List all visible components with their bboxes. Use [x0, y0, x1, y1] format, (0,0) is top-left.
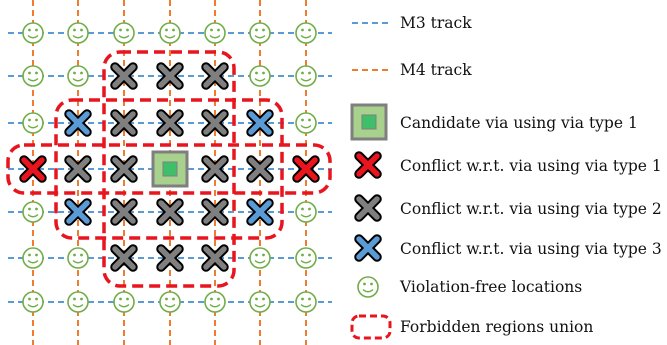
conflict-type2-x-icon: [156, 244, 184, 272]
forbidden-region-icon: [350, 314, 392, 340]
legend-conflict-type2: Conflict w.r.t. via using via type 2: [354, 194, 662, 222]
forbidden-region-horizontal: [6, 143, 332, 195]
blue-x-icon: [354, 234, 382, 262]
legend-label-m4-track: M4 track: [400, 61, 472, 79]
conflict-type2-x-icon: [110, 109, 138, 137]
violation-free-smiley-icon: [295, 201, 317, 223]
legend-label-candidate-via: Candidate via using via type 1: [400, 114, 638, 132]
violation-free-smiley-icon: [67, 65, 89, 87]
legend-label-m3-track: M3 track: [400, 14, 472, 32]
conflict-type3-x-icon: [64, 109, 92, 137]
violation-free-smiley-icon: [204, 22, 226, 44]
violation-free-smiley-icon: [113, 22, 135, 44]
violation-free-smiley-icon: [204, 291, 226, 313]
candidate-via-icon: [350, 103, 388, 141]
legend-m3-track: M3 track: [352, 14, 472, 32]
legend-conflict-type3: Conflict w.r.t. via using via type 3: [354, 234, 662, 262]
violation-free-smiley-icon: [295, 22, 317, 44]
violation-free-smiley-icon: [22, 247, 44, 269]
conflict-type2-x-icon: [201, 198, 229, 226]
conflict-type2-x-icon: [156, 62, 184, 90]
conflict-type3-x-icon: [246, 198, 274, 226]
forbidden-region-vertical: [102, 50, 236, 288]
legend-forbidden-region: Forbidden regions union: [350, 314, 593, 340]
violation-free-smiley-icon: [67, 247, 89, 269]
violation-free-smiley-icon: [22, 291, 44, 313]
legend-conflict-type1: Conflict w.r.t. via using via type 1: [354, 151, 662, 179]
conflict-type2-x-icon: [201, 155, 229, 183]
violation-free-smiley-icon: [295, 112, 317, 134]
conflict-type2-x-icon: [246, 155, 274, 183]
conflict-type2-x-icon: [110, 198, 138, 226]
violation-free-smiley-icon: [295, 247, 317, 269]
smiley-icon: [357, 276, 379, 298]
legend-label-conflict-type1: Conflict w.r.t. via using via type 1: [400, 157, 662, 175]
conflict-type1-x-icon: [292, 155, 320, 183]
conflict-type2-x-icon: [64, 155, 92, 183]
conflict-type2-x-icon: [156, 198, 184, 226]
legend-label-violation-free: Violation-free locations: [399, 278, 582, 296]
violation-free-smiley-icon: [22, 201, 44, 223]
conflict-type2-x-icon: [201, 62, 229, 90]
forbidden-regions: [6, 50, 332, 288]
conflict-type3-x-icon: [64, 198, 92, 226]
violation-free-smiley-icon: [113, 291, 135, 313]
violation-free-smiley-icon: [67, 22, 89, 44]
grid-markers: [19, 22, 320, 313]
violation-free-smiley-icon: [249, 247, 271, 269]
legend: M3 track M4 track Candidate via using vi…: [350, 14, 662, 340]
legend-m4-track: M4 track: [352, 61, 472, 79]
legend-label-conflict-type2: Conflict w.r.t. via using via type 2: [400, 200, 662, 218]
forbidden-region-middle: [54, 98, 284, 240]
violation-free-smiley-icon: [295, 65, 317, 87]
conflict-type3-x-icon: [246, 109, 274, 137]
conflict-type2-x-icon: [110, 62, 138, 90]
violation-free-smiley-icon: [249, 65, 271, 87]
legend-label-forbidden-region: Forbidden regions union: [400, 318, 593, 336]
legend-violation-free: Violation-free locations: [357, 276, 582, 298]
legend-label-conflict-type3: Conflict w.r.t. via using via type 3: [400, 240, 662, 258]
conflict-type1-x-icon: [19, 155, 47, 183]
candidate-via-marker: [151, 150, 189, 188]
conflict-type2-x-icon: [110, 155, 138, 183]
violation-free-smiley-icon: [22, 22, 44, 44]
conflict-type2-x-icon: [201, 109, 229, 137]
gray-x-icon: [354, 194, 382, 222]
violation-free-smiley-icon: [22, 112, 44, 134]
conflict-type2-x-icon: [201, 244, 229, 272]
red-x-icon: [354, 151, 382, 179]
violation-free-smiley-icon: [249, 22, 271, 44]
conflict-type2-x-icon: [110, 244, 138, 272]
violation-free-smiley-icon: [295, 291, 317, 313]
legend-candidate-via: Candidate via using via type 1: [350, 103, 638, 141]
violation-free-smiley-icon: [22, 65, 44, 87]
violation-free-smiley-icon: [159, 291, 181, 313]
violation-free-smiley-icon: [159, 22, 181, 44]
violation-free-smiley-icon: [67, 291, 89, 313]
conflict-type2-x-icon: [156, 109, 184, 137]
violation-free-smiley-icon: [249, 291, 271, 313]
